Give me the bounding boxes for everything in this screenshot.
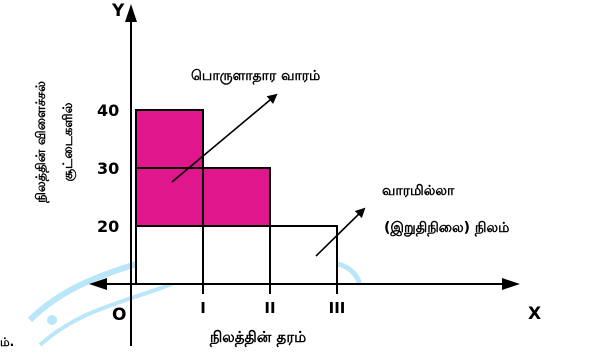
y-tick-labels: 40 30 20 — [97, 101, 119, 236]
bars-group — [135, 109, 338, 285]
no-rent-label-line2: (இறுதிநிலை) நிலம் — [384, 220, 509, 237]
y-tick-label: 40 — [97, 101, 119, 120]
bar-base-I — [135, 225, 204, 285]
y-tick-label: 20 — [97, 217, 119, 236]
y-axis-title-line1: நிலத்தின் விளைச்சல் — [34, 81, 49, 204]
y-axis-letter: Y — [111, 1, 125, 21]
x-axis-left-arrow-icon — [89, 278, 107, 290]
no-rent-label-line1: வாரமில்லா — [382, 183, 455, 199]
x-tick-label: III — [329, 299, 346, 317]
x-tick-label: II — [264, 299, 275, 317]
economic-rent-label: பொருளாதார வாரம் — [191, 68, 320, 85]
x-axis-title: நிலத்தின் தரம் — [209, 328, 306, 347]
y-axis-title-line2: சூட்டைகளில் — [61, 102, 76, 181]
bar-rent-I-20 — [135, 167, 204, 227]
y-axis-arrow-icon — [125, 4, 137, 22]
economic-rent-arrow — [171, 93, 278, 183]
bar-base-III — [269, 225, 338, 285]
bar-rent-I-30 — [135, 109, 204, 169]
origin-label: O — [112, 305, 126, 325]
x-axis-right-arrow-icon — [502, 278, 520, 290]
x-tick-label: I — [200, 299, 206, 317]
y-tick-label: 30 — [97, 159, 119, 178]
x-axis-letter: X — [528, 304, 541, 324]
no-rent-arrow — [315, 207, 366, 257]
cropped-text-fragment: ம். — [0, 335, 14, 349]
bar-base-II — [202, 225, 271, 285]
bar-rent-II-20 — [202, 167, 271, 227]
